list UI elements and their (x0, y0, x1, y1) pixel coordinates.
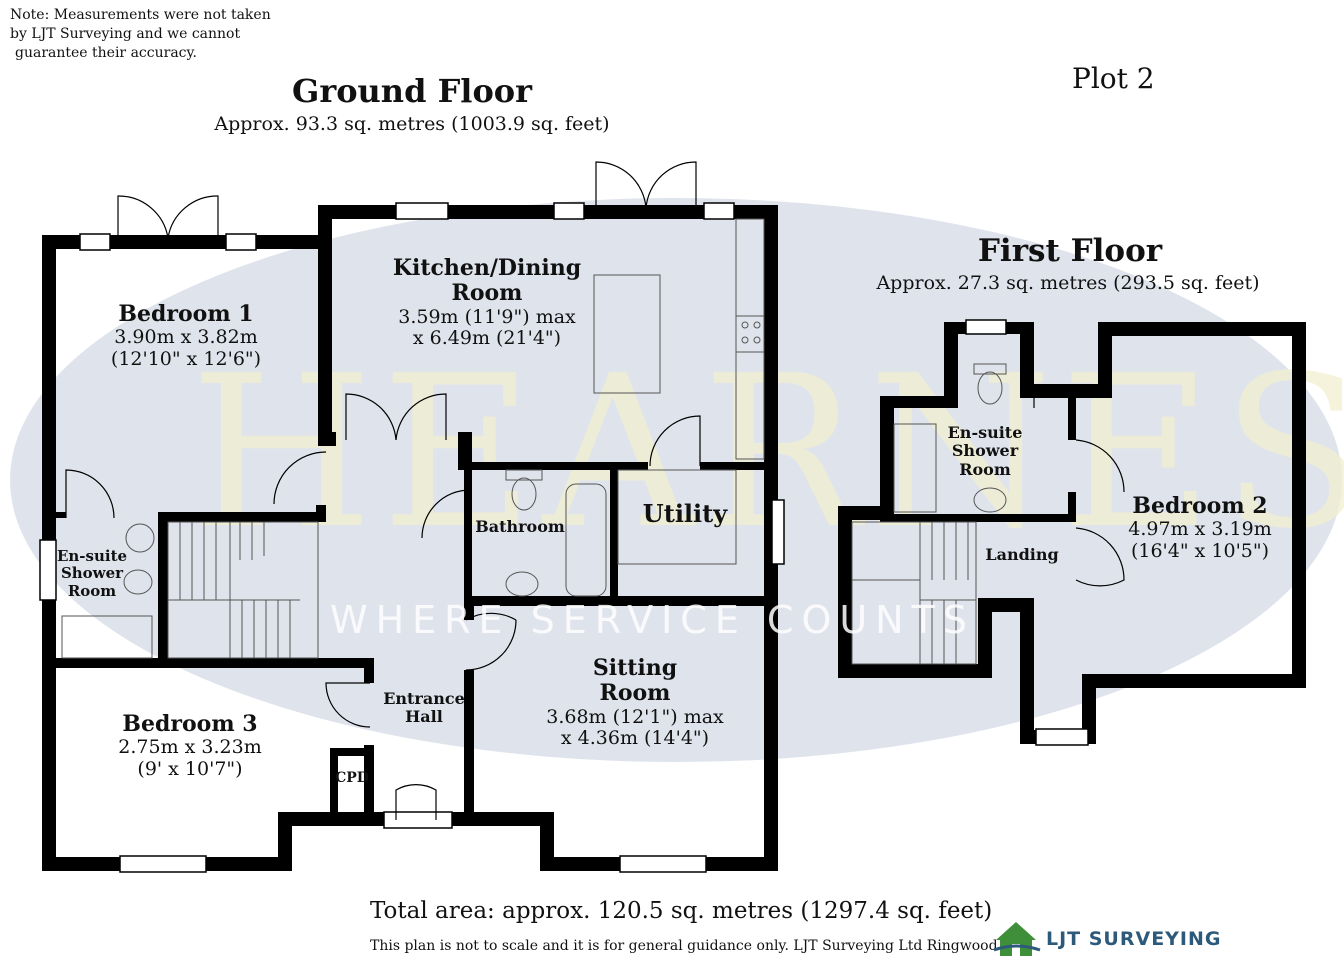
watermark-tagline: WHERE SERVICE COUNTS (330, 598, 975, 642)
room-name-line2: Shower (951, 441, 1019, 461)
room-dimensions: 3.90m x 3.82m (114, 326, 258, 349)
total-area: Total area: approx. 120.5 sq. metres (12… (370, 898, 993, 924)
room-bedroom-3: Bedroom 3 2.75m x 3.23m (9' x 10'7") (100, 711, 280, 781)
room-bathroom: Bathroom (470, 517, 570, 536)
note-line: by LJT Surveying and we cannot (10, 26, 241, 42)
room-name-line2: Room (451, 280, 523, 307)
room-ensuite-ground: En-suite Shower Room (52, 547, 132, 600)
room-name-line3: Room (67, 581, 117, 600)
room-dimensions-imperial: (9' x 10'7") (137, 758, 243, 781)
room-bedroom-1: Bedroom 1 3.90m x 3.82m (12'10" x 12'6") (96, 301, 276, 371)
room-name-line2: Hall (405, 707, 443, 727)
room-name: Bedroom 2 (1132, 493, 1268, 519)
plot-label: Plot 2 (1072, 62, 1155, 95)
room-dimensions-imperial: (12'10" x 12'6") (110, 348, 262, 371)
ground-floor-area: Approx. 93.3 sq. metres (1003.9 sq. feet… (214, 113, 610, 135)
room-name: En-suite (56, 547, 128, 565)
ground-floor-title: Ground Floor (292, 72, 532, 110)
room-name-line2: Shower (60, 564, 124, 583)
accuracy-note: Note: Measurements were not taken by LJT… (10, 6, 300, 63)
room-name: CPD (335, 770, 369, 786)
room-name: Entrance (383, 689, 465, 708)
room-name: Landing (985, 545, 1059, 564)
room-sitting-room: Sitting Room 3.68m (12'1") max x 4.36m (… (520, 655, 750, 750)
ground-east-wall (764, 205, 778, 870)
room-name-line2: Room (599, 680, 671, 707)
note-line: guarantee their accuracy. (15, 45, 197, 61)
room-utility: Utility (630, 500, 740, 528)
room-name: Bedroom 1 (118, 301, 254, 327)
room-dimensions: 4.97m x 3.19m (1128, 518, 1272, 541)
room-cpd: CPD (334, 770, 370, 786)
room-name: En-suite (947, 423, 1023, 442)
room-landing: Landing (982, 545, 1062, 564)
room-name: Bedroom 3 (122, 711, 258, 737)
room-dimensions-2: x 4.36m (14'4") (560, 727, 710, 750)
room-dimensions-2: x 6.49m (21'4") (412, 327, 562, 350)
disclaimer: This plan is not to scale and it is for … (370, 938, 998, 954)
room-ensuite-first: En-suite Shower Room (940, 423, 1030, 479)
room-dimensions: 2.75m x 3.23m (118, 736, 262, 759)
room-name: Kitchen/Dining (392, 255, 582, 281)
room-dimensions-imperial: (16'4" x 10'5") (1130, 540, 1270, 563)
logo-text: LJT SURVEYING (1046, 928, 1222, 950)
room-name: Utility (642, 499, 728, 528)
room-name: Sitting (592, 655, 678, 681)
room-dimensions: 3.68m (12'1") max (546, 705, 724, 728)
room-kitchen-dining: Kitchen/Dining Room 3.59m (11'9") max x … (372, 255, 602, 350)
room-dimensions: 3.59m (11'9") max (398, 305, 576, 328)
note-line: Note: Measurements were not taken (10, 7, 271, 23)
first-floor-title: First Floor (977, 233, 1163, 269)
house-logo-icon (993, 922, 1041, 956)
room-name-line3: Room (959, 459, 1011, 479)
first-floor-area: Approx. 27.3 sq. metres (293.5 sq. feet) (876, 272, 1260, 294)
room-name: Bathroom (475, 517, 565, 536)
room-bedroom-2: Bedroom 2 4.97m x 3.19m (16'4" x 10'5") (1110, 493, 1290, 563)
room-entrance-hall: Entrance Hall (374, 689, 474, 727)
